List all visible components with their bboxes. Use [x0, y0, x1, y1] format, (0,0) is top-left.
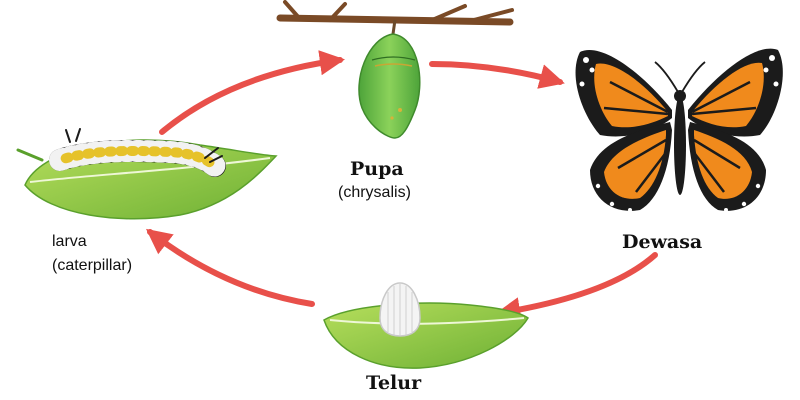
egg-icon — [379, 282, 421, 337]
pupa-label: Pupa — [350, 158, 404, 180]
adult-label: Dewasa — [622, 231, 703, 253]
pupa-sublabel: (chrysalis) — [338, 184, 411, 201]
arrow-egg-to-larva-icon — [146, 228, 315, 307]
cycle-arrows — [146, 50, 658, 323]
caterpillar-icon — [49, 128, 226, 177]
arrow-adult-to-egg-icon — [495, 252, 658, 323]
arrow-larva-to-pupa-icon — [159, 50, 345, 135]
chrysalis-icon — [358, 33, 421, 139]
butterfly-icon — [575, 48, 783, 212]
branch-icon — [276, 0, 514, 35]
larva-label: larva — [52, 233, 87, 250]
larva-sublabel: (caterpillar) — [52, 257, 133, 274]
egg-leaf-icon — [323, 302, 529, 369]
arrow-pupa-to-adult-icon — [429, 61, 565, 89]
egg-label: Telur — [366, 372, 422, 394]
